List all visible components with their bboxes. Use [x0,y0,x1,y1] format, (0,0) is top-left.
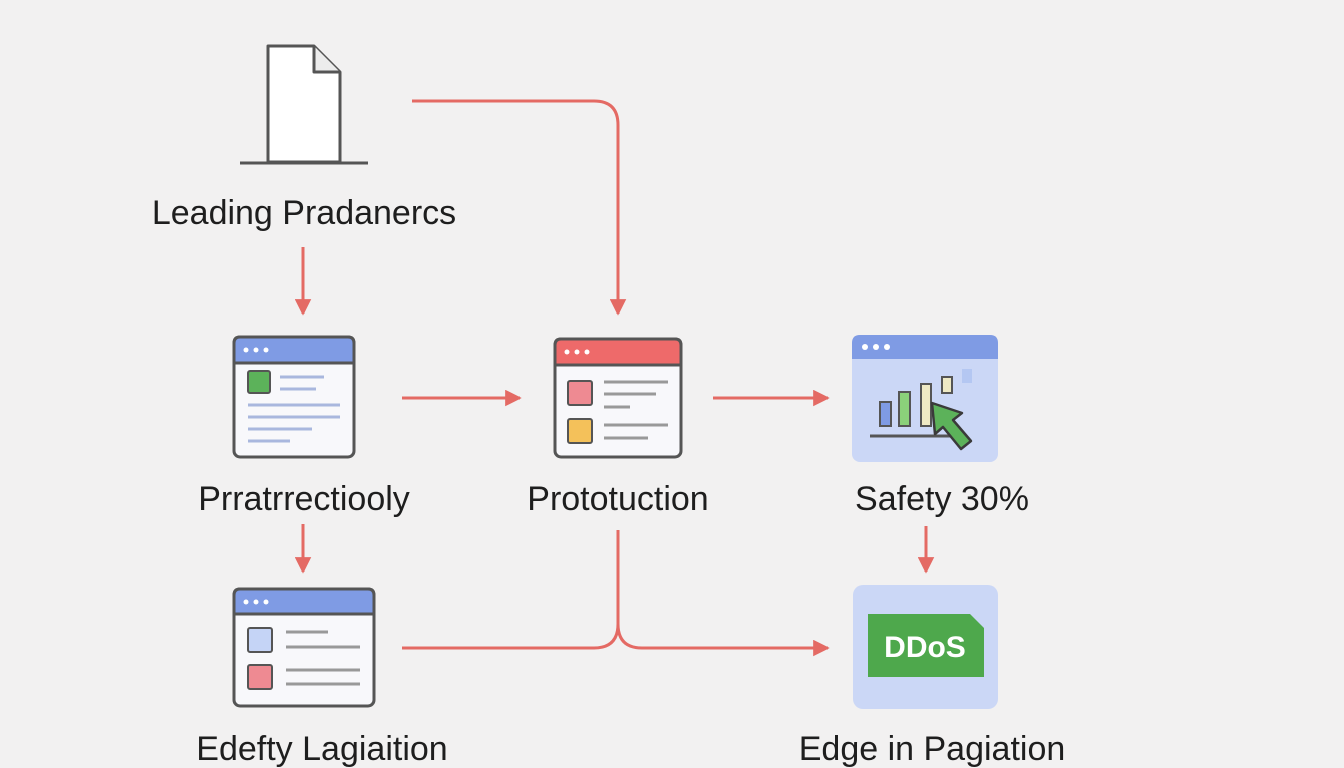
workflow-diagram: DDoS [232,44,998,709]
arrow-merge-to-edge [616,623,830,657]
node-label-leading-pradanercs: Leading Pradanercs [151,194,457,232]
node-label-safety: Safety 30% [855,480,1029,518]
node-label-edefty-lagiaition: Edefty Lagiaition [196,730,448,768]
arrow-prototuction-merge [402,530,620,650]
browser-window-icon [553,337,683,459]
ddos-badge-text: DDoS [884,631,966,664]
browser-window-icon [232,587,376,708]
chart-cursor-icon [852,335,998,462]
browser-window-icon [232,335,356,459]
node-label-prratrrectiooly: Prratrrectiooly [198,480,410,518]
ddos-badge-icon: DDoS [853,585,998,709]
arrow-loop-to-prototuction [412,99,627,316]
node-label-prototuction: Prototuction [527,480,709,518]
node-label-edge-in-pagiation: Edge in Pagiation [798,730,1066,768]
document-icon [240,44,368,165]
